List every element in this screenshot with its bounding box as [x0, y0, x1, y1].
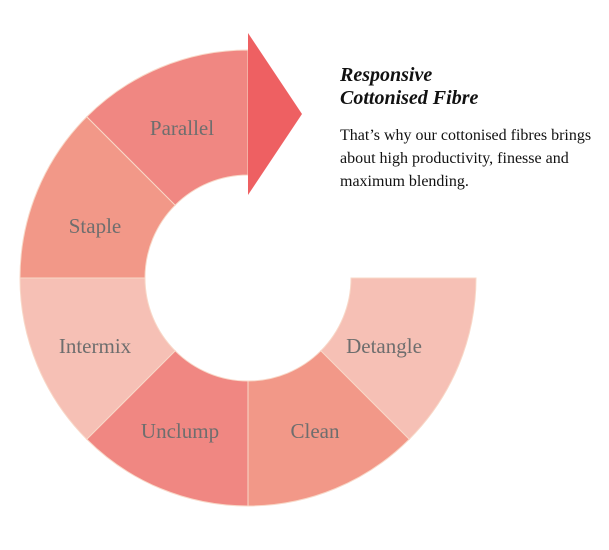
- segment-intermix: [19, 277, 176, 440]
- segment-parallel: [86, 49, 249, 206]
- segment-label-detangle: Detangle: [346, 334, 422, 358]
- title-line-2: Cottonised Fibre: [340, 87, 479, 109]
- title-line-1: Responsive: [340, 64, 433, 86]
- cycle-segments: [19, 49, 477, 507]
- segment-unclump: [86, 350, 249, 507]
- segment-label-parallel: Parallel: [150, 116, 214, 140]
- segment-label-unclump: Unclump: [141, 419, 219, 443]
- segment-detangle: [320, 277, 477, 440]
- description-text: That’s why our cottonised fibres brings …: [340, 127, 592, 190]
- segment-label-clean: Clean: [291, 419, 340, 443]
- segment-label-intermix: Intermix: [59, 334, 132, 358]
- segment-staple: [19, 116, 176, 279]
- title-block: Responsive Cottonised Fibre: [340, 64, 602, 110]
- cycle-arrow-head: [248, 33, 302, 195]
- segment-clean: [247, 350, 410, 507]
- segment-label-staple: Staple: [69, 214, 122, 238]
